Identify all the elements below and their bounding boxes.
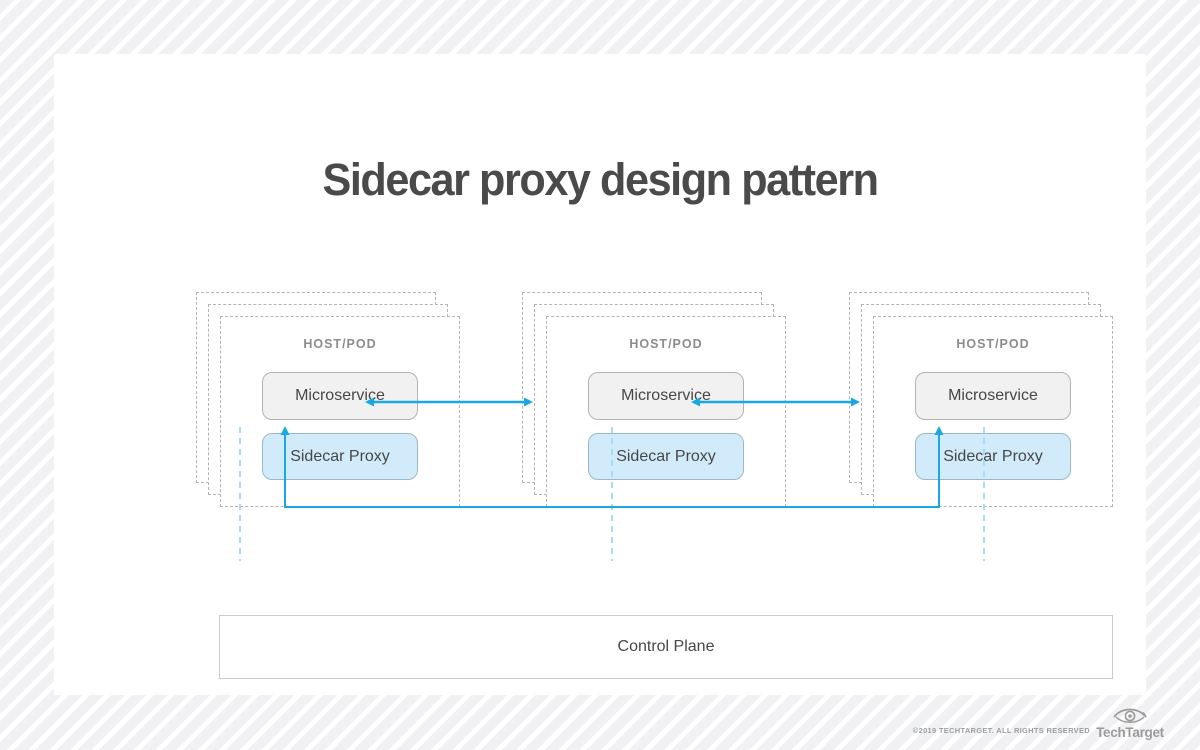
microservice-box-3: Microservice [915,372,1071,420]
sidecar-proxy-box-3: Sidecar Proxy [915,433,1071,480]
eye-icon [1113,708,1147,723]
page-title: Sidecar proxy design pattern [322,154,878,205]
microservice-box-2: Microservice [588,372,744,420]
host-pod-label: HOST/POD [629,337,703,351]
host-pod-group-2: HOST/POD Microservice Sidecar Proxy [522,292,786,507]
sidecar-proxy-box-1: Sidecar Proxy [262,433,418,480]
techtarget-logo: TechTarget [1096,705,1164,740]
microservice-box-1: Microservice [262,372,418,420]
brand-name: TechTarget [1096,725,1164,740]
sidecar-proxy-box-2: Sidecar Proxy [588,433,744,480]
host-pod-label: HOST/POD [303,337,377,351]
copyright-text: ©2019 TECHTARGET. ALL RIGHTS RESERVED [912,726,1090,735]
host-pod-group-1: HOST/POD Microservice Sidecar Proxy [196,292,460,507]
host-pod-group-3: HOST/POD Microservice Sidecar Proxy [849,292,1113,507]
diagram-card: Sidecar proxy design pattern HOST/POD Mi… [54,54,1146,695]
host-pod-box-2: HOST/POD Microservice Sidecar Proxy [546,316,786,507]
control-plane-label: Control Plane [617,638,715,655]
control-plane-box: Control Plane [219,615,1113,679]
host-pod-box-1: HOST/POD Microservice Sidecar Proxy [220,316,460,507]
host-pod-box-3: HOST/POD Microservice Sidecar Proxy [873,316,1113,507]
host-pod-label: HOST/POD [956,337,1030,351]
